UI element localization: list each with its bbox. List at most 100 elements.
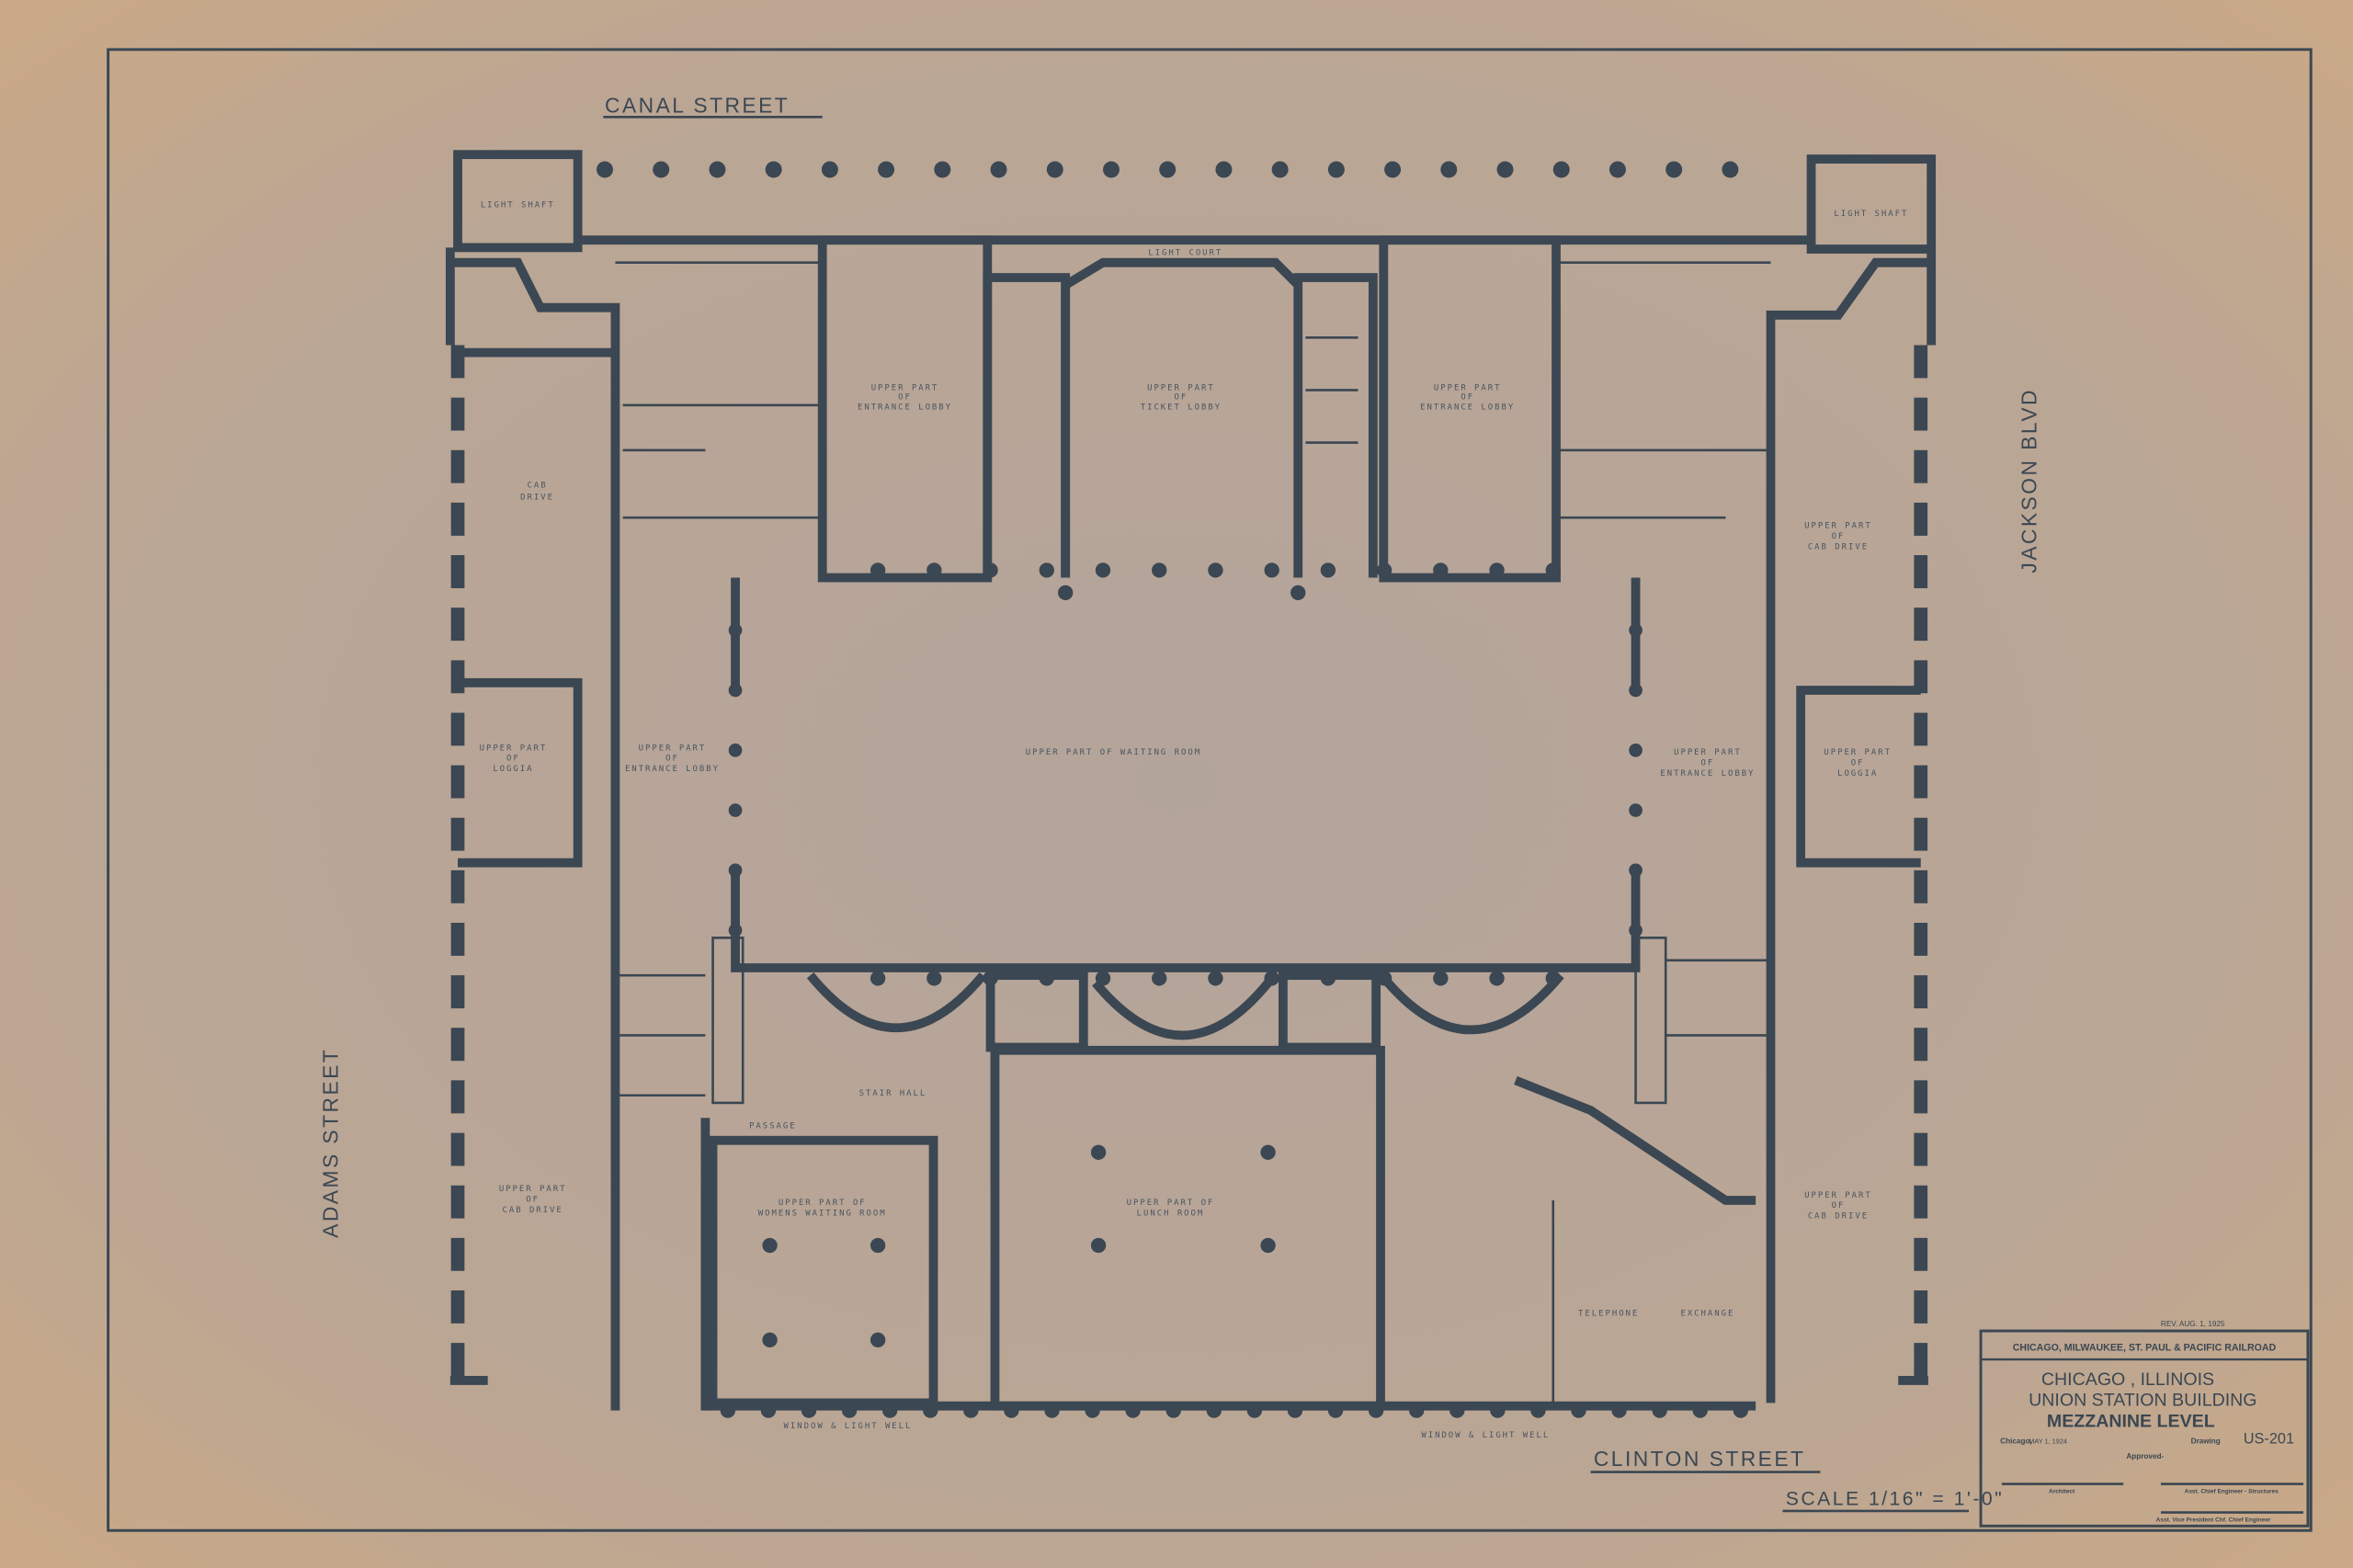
light-shaft-ne — [1293, 273, 1378, 578]
room-label: OF — [1461, 392, 1474, 402]
column — [1039, 971, 1054, 986]
column — [1085, 1403, 1100, 1418]
column — [1206, 1403, 1222, 1418]
column — [882, 1403, 898, 1418]
column — [990, 161, 1007, 178]
column — [1090, 1237, 1107, 1254]
room-label: LIGHT SHAFT — [481, 200, 555, 210]
column — [1384, 161, 1402, 178]
column — [1095, 562, 1111, 578]
column — [762, 1332, 778, 1348]
column — [870, 1237, 886, 1254]
street-label-canal: CANAL STREET — [605, 93, 790, 117]
room-labels: UPPER PART OF TICKET LOBBY UPPER PART OF… — [480, 200, 1907, 1440]
column — [1611, 1403, 1627, 1418]
column — [1039, 562, 1054, 578]
column — [1496, 161, 1514, 178]
column — [926, 971, 942, 986]
room-label: LOGGIA — [493, 765, 533, 774]
room-label: CAB DRIVE — [1808, 1212, 1869, 1221]
title-line-3: MEZZANINE LEVEL — [2047, 1412, 2215, 1432]
column — [983, 971, 998, 986]
floor-plan — [445, 150, 1937, 1418]
room-label: TICKET LOBBY — [1141, 403, 1222, 413]
lunch-room — [990, 1045, 1385, 1411]
room-label: OF — [1851, 759, 1865, 768]
column — [1095, 971, 1111, 986]
column — [1490, 1403, 1506, 1418]
interior-partitions — [615, 261, 1771, 1097]
column — [1552, 161, 1570, 178]
room-label: OF — [1701, 759, 1715, 768]
column — [653, 161, 670, 178]
room-label: LOGGIA — [1837, 769, 1878, 778]
room-label: ENTRANCE LOBBY — [1420, 403, 1515, 413]
column — [1260, 1237, 1276, 1254]
column — [1044, 1403, 1060, 1418]
column — [1571, 1403, 1586, 1418]
room-label: OF — [1832, 1201, 1846, 1210]
column — [1440, 161, 1458, 178]
column — [1046, 161, 1063, 178]
column — [1208, 971, 1223, 986]
signature-label-structures: Asst. Chief Engineer - Structures — [2185, 1488, 2279, 1494]
column — [765, 161, 782, 178]
title-line-2: UNION STATION BUILDING — [2029, 1391, 2256, 1411]
corner-tower-ne — [1806, 154, 1937, 254]
room-label: WOMENS WAITING ROOM — [758, 1209, 887, 1218]
column — [1433, 562, 1449, 578]
room-label: CAB — [528, 482, 548, 491]
column — [1545, 971, 1561, 986]
column — [1433, 971, 1449, 986]
column — [1290, 585, 1306, 601]
corner-tower-nw — [453, 150, 583, 253]
column — [1246, 1403, 1263, 1418]
room-label: OF — [898, 392, 912, 402]
column — [728, 743, 743, 757]
column — [1327, 1403, 1344, 1418]
column — [1103, 161, 1120, 178]
column — [870, 562, 886, 578]
room-label: PASSAGE — [749, 1122, 797, 1131]
title-block: REV. AUG. 1, 1925 CHICAGO, MILWAUKEE, ST… — [1979, 1320, 2310, 1528]
column — [728, 803, 743, 817]
column — [1159, 161, 1176, 178]
column — [709, 161, 726, 178]
column — [1208, 562, 1223, 578]
column — [1530, 1403, 1546, 1418]
column — [728, 623, 743, 638]
passage-wall — [1514, 1075, 1756, 1205]
column — [1629, 743, 1643, 757]
room-label: UPPER PART — [871, 383, 939, 392]
column — [597, 161, 613, 178]
title-block-frame — [1979, 1329, 2310, 1528]
room-label: ENTRANCE LOBBY — [1660, 769, 1755, 778]
column — [1264, 562, 1279, 578]
womens-waiting-room — [708, 1135, 938, 1408]
street-label-jackson: JACKSON BLVD — [2017, 388, 2040, 574]
column — [841, 1403, 858, 1418]
street-label-clinton: CLINTON STREET — [1594, 1447, 1806, 1471]
column — [923, 1403, 938, 1418]
room-label: LUNCH ROOM — [1137, 1209, 1205, 1218]
wall — [458, 677, 583, 868]
room-label: UPPER PART — [1674, 748, 1742, 757]
room-label: ENTRANCE LOBBY — [858, 403, 952, 413]
column — [1629, 863, 1643, 878]
column — [1665, 161, 1683, 178]
column — [1320, 971, 1336, 986]
column — [1090, 1144, 1107, 1160]
revision-note: REV. AUG. 1, 1925 — [2161, 1320, 2225, 1328]
room-label: UPPER PART — [499, 1185, 567, 1194]
column — [870, 1332, 886, 1348]
column — [1652, 1403, 1667, 1418]
drawing-date: MAY 1, 1924 — [2029, 1437, 2067, 1445]
room-label: CAB DRIVE — [503, 1206, 563, 1215]
place-label: Chicago, — [2000, 1437, 2031, 1445]
column — [1489, 971, 1505, 986]
room-label: UPPER PART — [480, 744, 548, 753]
wall — [449, 257, 620, 1411]
sheet-border — [107, 48, 2313, 1532]
room-label: EXCHANGE — [1680, 1310, 1734, 1319]
